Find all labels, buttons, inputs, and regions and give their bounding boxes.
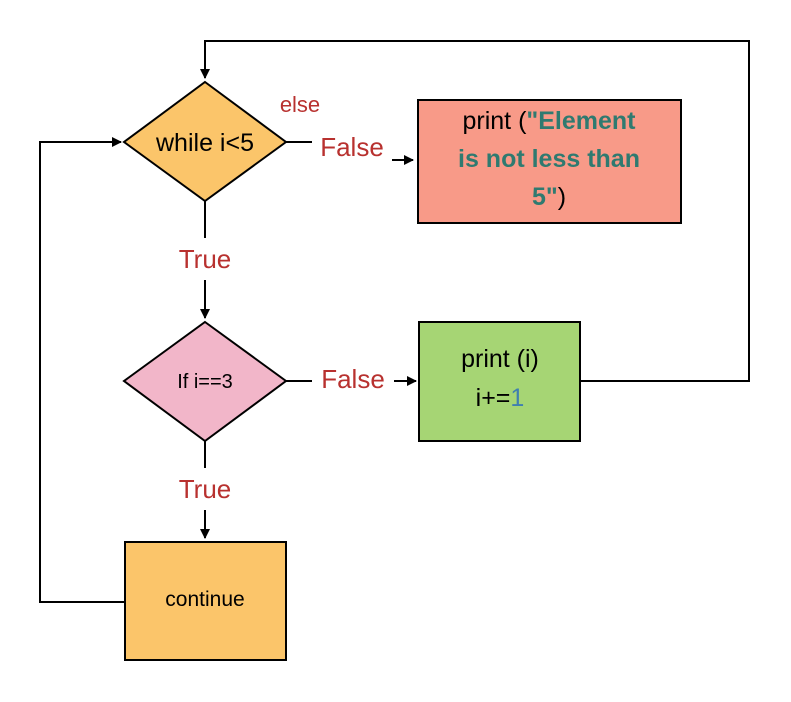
print-element-box [417, 99, 682, 224]
continue-box [124, 541, 287, 661]
continue-loop-connector [39, 137, 125, 603]
if-false-label: False [321, 364, 385, 394]
print-i-number: 1 [510, 384, 524, 412]
print-i-increment: i+= [476, 384, 511, 412]
print-element-prefix: print ( [462, 107, 527, 135]
print-element-string-line3: 5" [532, 183, 558, 211]
while-false-label: False [320, 132, 384, 162]
if-node: If i==3 [122, 320, 288, 443]
print-element-suffix: ) [558, 183, 566, 211]
print-i-line2: i+=1 [476, 384, 525, 412]
print-element-string-line2: is not less than [458, 145, 640, 173]
while-true-label: True [179, 244, 232, 274]
print-i-line1: print (i) [461, 345, 539, 373]
print-i-node: print (i) i+=1 [418, 321, 581, 442]
connectors [39, 40, 750, 603]
while-node: while i<5 [122, 80, 288, 203]
continue-node: continue [124, 541, 287, 661]
loop-back-connector [200, 40, 750, 382]
print-i-box [418, 321, 581, 442]
continue-text: continue [165, 588, 244, 611]
while-text: while i<5 [155, 129, 254, 157]
else-label: else [280, 92, 320, 117]
while-diamond [122, 80, 288, 203]
print-element-node: print ("Element is not less than 5") [417, 99, 682, 224]
print-element-line1: print ("Element [462, 107, 636, 135]
if-true-label: True [179, 474, 232, 504]
if-diamond [122, 320, 288, 443]
if-text: If i==3 [177, 371, 233, 393]
print-element-line3: 5") [532, 183, 566, 211]
print-element-string-line1: "Element [526, 107, 636, 135]
